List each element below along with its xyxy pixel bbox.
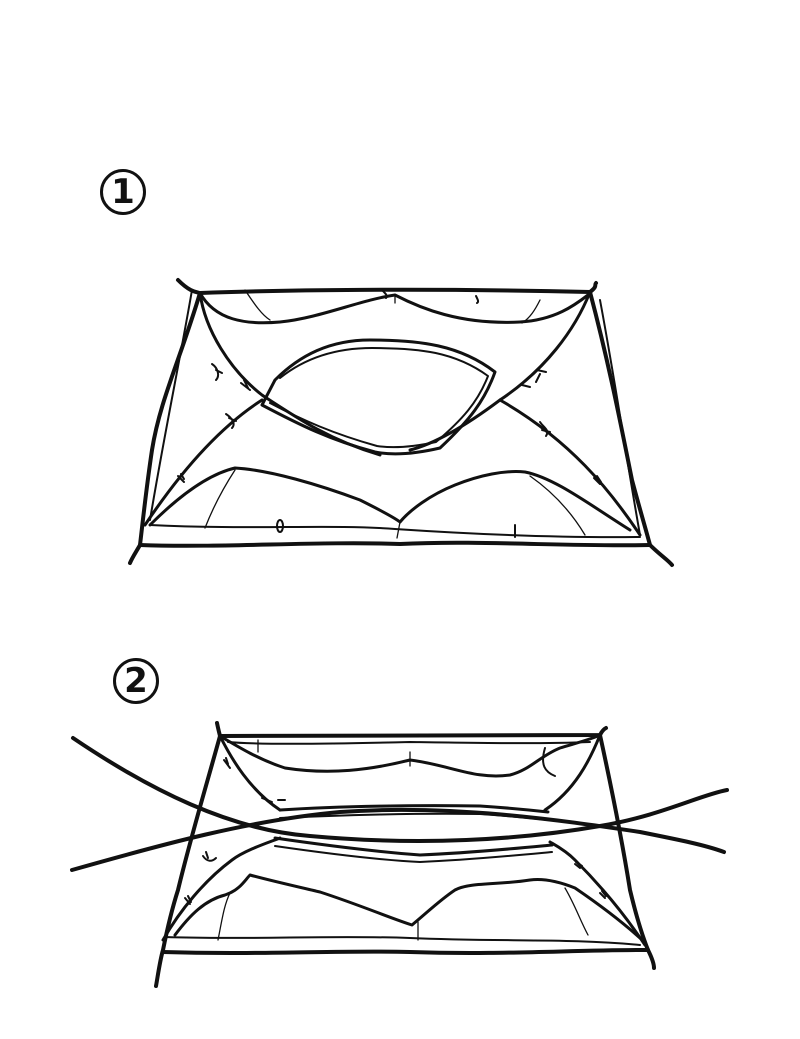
step-1-number-text: 1 <box>111 172 135 212</box>
step-2-number: 2 <box>113 658 159 704</box>
step-1-number: 1 <box>100 169 146 215</box>
step-2-number-text: 2 <box>124 661 148 701</box>
